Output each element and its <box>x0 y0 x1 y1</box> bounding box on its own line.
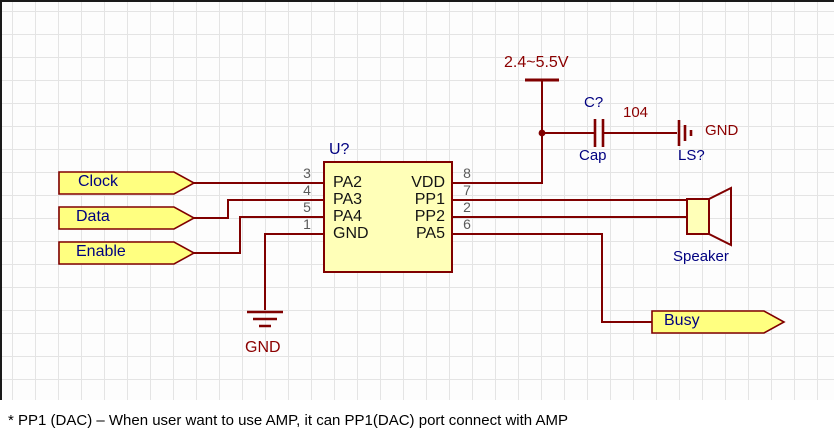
capacitor-value: 104 <box>623 104 649 121</box>
data-wire <box>194 199 324 219</box>
pin-number-1: 1 <box>303 216 311 232</box>
pin-name-gnd: GND <box>333 225 369 242</box>
speaker-horn <box>708 186 732 247</box>
vdd-power-wire <box>452 80 543 184</box>
speaker-type-label: Speaker <box>673 248 729 265</box>
busy-port-flag <box>651 310 786 334</box>
busy-port-label: Busy <box>664 312 700 329</box>
pin-number-5: 5 <box>303 199 311 215</box>
pin-number-3: 3 <box>303 165 311 181</box>
ground-bottom-label: GND <box>245 339 281 356</box>
enable-port-label: Enable <box>76 243 126 260</box>
pin-number-7: 7 <box>463 182 471 198</box>
enable-wire <box>194 216 324 254</box>
chip-pin-row: PA2 VDD <box>333 174 445 192</box>
speaker-designator: LS? <box>678 147 705 164</box>
clock-port-flag <box>58 171 196 195</box>
chip-pin-row: GND PA5 <box>333 225 445 243</box>
chip-pin-row: PA4 PP2 <box>333 208 445 226</box>
pin-name-pa4: PA4 <box>333 208 363 225</box>
capacitor-designator: C? <box>584 94 604 111</box>
pin-number-4: 4 <box>303 182 311 198</box>
capacitor-symbol <box>593 119 605 147</box>
power-rail-label: 2.4~5.5V <box>504 54 569 71</box>
pin-name-pa3: PA3 <box>333 191 363 208</box>
data-port-flag <box>58 206 196 230</box>
schematic-graphics <box>58 78 786 334</box>
chip-pin-row: PA3 PP1 <box>333 191 445 209</box>
footnote-pp1-dac: * PP1 (DAC) – When user want to use AMP,… <box>8 412 568 429</box>
speaker-body <box>686 198 710 235</box>
pa5-busy-wire <box>452 233 652 323</box>
schematic-sheet: U? 2.4~5.5V C? 104 Cap GND LS? Speaker G… <box>0 0 834 400</box>
pin-name-pp2: PP2 <box>414 208 445 225</box>
pin-name-vdd: VDD <box>411 174 445 191</box>
clock-port-label: Clock <box>78 173 119 190</box>
ground-top-symbol <box>677 120 693 146</box>
pin-number-6: 6 <box>463 216 471 232</box>
pin-name-pp1: PP1 <box>414 191 445 208</box>
pin-name-pa2: PA2 <box>333 174 363 191</box>
enable-port-flag <box>58 241 196 265</box>
pin-number-2: 2 <box>463 199 471 215</box>
ground-bottom-symbol <box>247 310 283 328</box>
capacitor-type-label: Cap <box>579 147 607 164</box>
pin-name-pa5: PA5 <box>415 225 445 242</box>
power-junction-dot <box>538 129 546 137</box>
chip-gnd-wire <box>264 233 324 310</box>
pin-number-8: 8 <box>463 165 471 181</box>
chip-body <box>323 161 453 273</box>
chip-designator: U? <box>329 141 350 158</box>
ground-top-label: GND <box>705 122 739 139</box>
data-port-label: Data <box>76 208 110 225</box>
